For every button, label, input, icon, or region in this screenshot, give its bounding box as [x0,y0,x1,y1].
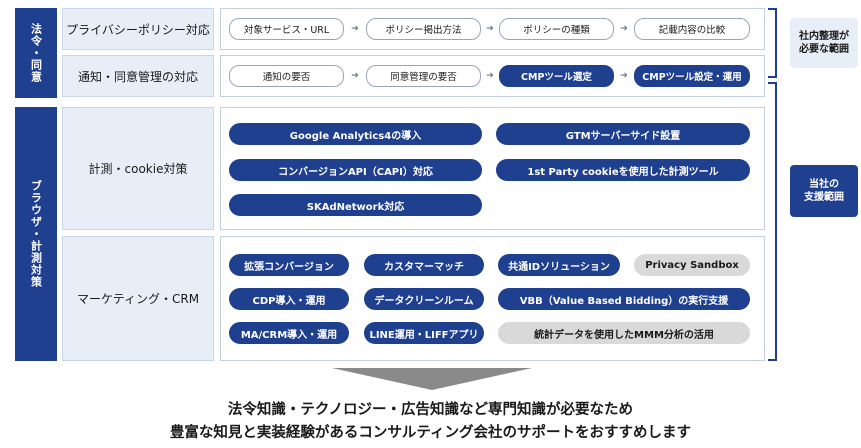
section-browser-label: ブラウザ・計測対策 [29,180,43,288]
step-policy-type: ポリシーの種類 [499,18,614,40]
section-law-compliance: 法令・同意 [15,8,57,98]
item-ga4: Google Analytics4の導入 [229,123,482,145]
arrow-right-icon: ➔ [486,71,494,81]
arrow-right-icon: ➔ [351,24,359,34]
down-arrow-icon [332,368,532,390]
arrow-right-icon: ➔ [620,24,628,34]
item-first-party-cookie: 1st Party cookieを使用した計測ツール [496,159,750,181]
arrow-right-icon: ➔ [486,24,494,34]
step-policy-display: ポリシー掲出方法 [366,18,481,40]
item-skadnetwork: SKAdNetwork対応 [229,194,482,216]
step-target-service: 対象サービス・URL [229,18,344,40]
support-scope-tag: 当社の 支援範囲 [790,165,858,217]
category-consent-label: 通知・同意管理の対応 [77,69,198,84]
support-scope-bracket [768,82,777,361]
category-privacy-policy: プライバシーポリシー対応 [62,8,214,50]
category-measurement: 計測・cookie対策 [62,107,214,230]
category-privacy-label: プライバシーポリシー対応 [66,22,210,37]
section-browser-measurement: ブラウザ・計測対策 [15,107,57,361]
step-cmp-selection: CMPツール選定 [499,65,614,87]
item-common-id: 共通IDソリューション [498,254,620,276]
internal-scope-bracket [768,8,777,78]
conclusion-line-2: 豊富な知見と実装経験があるコンサルティング会社のサポートをおすすめします [169,425,692,441]
category-consent: 通知・同意管理の対応 [62,55,214,97]
item-enhanced-conversion: 拡張コンバージョン [229,254,349,276]
item-ma-crm: MA/CRM導入・運用 [229,322,349,344]
item-data-clean-room: データクリーンルーム [364,288,484,310]
item-cdp: CDP導入・運用 [229,288,349,310]
step-content-compare: 記載内容の比較 [634,18,750,40]
item-mmm-analysis: 統計データを使用したMMM分析の活用 [498,322,750,344]
internal-scope-tag: 社内整理が 必要な範囲 [790,18,858,68]
item-line-liff: LINE運用・LIFFアプリ [364,322,484,344]
step-consent-need: 同意管理の要否 [366,65,481,87]
section-law-label: 法令・同意 [29,23,43,83]
item-gtm-server: GTMサーバーサイド設置 [496,123,750,145]
item-privacy-sandbox: Privacy Sandbox [634,254,750,276]
arrow-right-icon: ➔ [620,71,628,81]
step-notice-need: 通知の要否 [229,65,344,87]
item-vbb: VBB（Value Based Bidding）の実行支援 [498,288,750,310]
category-marketing: マーケティング・CRM [62,236,214,361]
item-customer-match: カスタマーマッチ [364,254,484,276]
step-cmp-operation: CMPツール設定・運用 [634,65,750,87]
conclusion-line-1: 法令知識・テクノロジー・広告知識など専門知識が必要なため [227,402,634,418]
category-measurement-label: 計測・cookie対策 [88,162,188,176]
category-marketing-label: マーケティング・CRM [76,292,200,306]
arrow-right-icon: ➔ [351,71,359,81]
item-capi: コンバージョンAPI（CAPI）対応 [229,159,482,181]
